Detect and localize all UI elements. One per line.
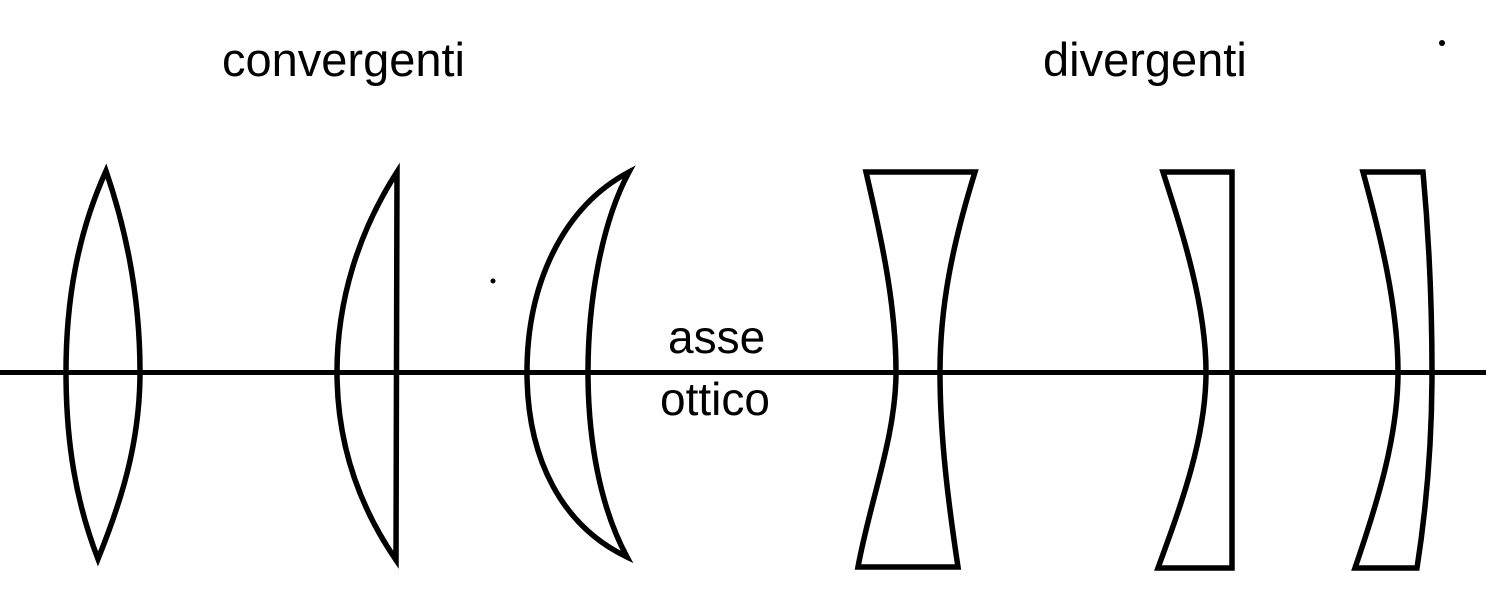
- print-speck: [1439, 40, 1445, 46]
- axis-label-ottico: ottico: [660, 373, 770, 425]
- group-label-convergenti: convergenti: [222, 33, 465, 86]
- converging-meniscus-lens: [524, 165, 636, 564]
- group-label-divergenti: divergenti: [1043, 33, 1247, 86]
- diverging-meniscus-lens: [1351, 169, 1435, 571]
- biconcave-lens: [854, 169, 979, 570]
- print-speck: [490, 278, 496, 284]
- plano-concave-lens: [1154, 169, 1235, 571]
- axis-label-asse: asse: [668, 311, 766, 363]
- biconvex-lens: [63, 163, 143, 567]
- plano-convex-lens: [334, 162, 400, 569]
